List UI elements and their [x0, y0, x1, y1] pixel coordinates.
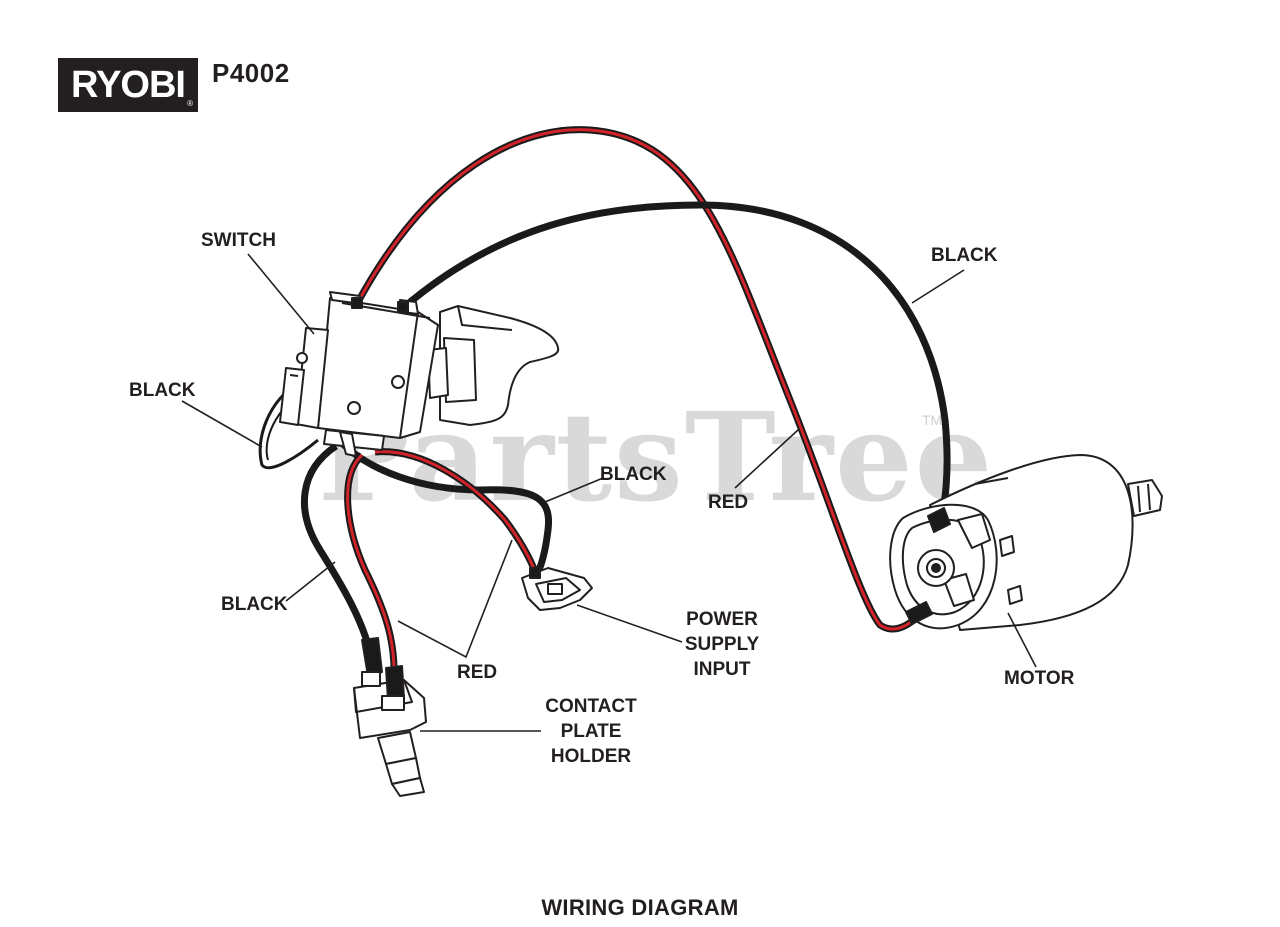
contact-plate-holder [353, 637, 427, 797]
label-power-supply-line-3: INPUT [693, 659, 751, 680]
power-supply-input-connector [521, 567, 593, 611]
watermark-tm: TM [922, 412, 943, 428]
black-wire-switch-to-contact [300, 443, 374, 653]
switch-side-loop-wire [258, 380, 319, 470]
label-power-supply-line-1: POWER [686, 609, 758, 630]
label-black-left: BLACK [129, 380, 196, 401]
red-wire-switch-to-motor [354, 126, 928, 633]
label-motor: MOTOR [1004, 668, 1075, 689]
switch-component [279, 291, 560, 457]
motor-component [889, 454, 1163, 631]
label-black-mid: BLACK [600, 464, 667, 485]
ryobi-logo: RYOBI ® [58, 58, 198, 112]
diagram-title: WIRING DIAGRAM [541, 895, 739, 920]
label-red-motor: RED [708, 492, 749, 513]
red-wire-switch-to-contact [344, 452, 398, 677]
label-power-supply-line-2: SUPPLY [684, 634, 760, 655]
label-contact-line-2: PLATE [560, 721, 622, 742]
label-contact-line-3: HOLDER [550, 746, 632, 767]
label-contact-line-1: CONTACT [545, 696, 637, 717]
label-red-lower: RED [457, 662, 498, 683]
watermark: PartsTree [318, 385, 995, 529]
label-contact-plate-holder: CONTACT PLATE HOLDER [538, 694, 644, 769]
label-power-supply-input: POWER SUPPLY INPUT [672, 607, 772, 682]
leader-lines [181, 253, 1037, 732]
label-switch: SWITCH [201, 230, 276, 251]
model-number: P4002 [212, 58, 290, 88]
registered-mark-icon: ® [187, 99, 193, 108]
black-wire-switch-to-motor [400, 201, 951, 526]
black-wire-switch-to-power [340, 441, 553, 580]
red-wire-switch-to-power [374, 448, 540, 576]
label-black-lower: BLACK [221, 594, 288, 615]
logo-text: RYOBI [71, 64, 186, 106]
label-black-top: BLACK [931, 245, 998, 266]
